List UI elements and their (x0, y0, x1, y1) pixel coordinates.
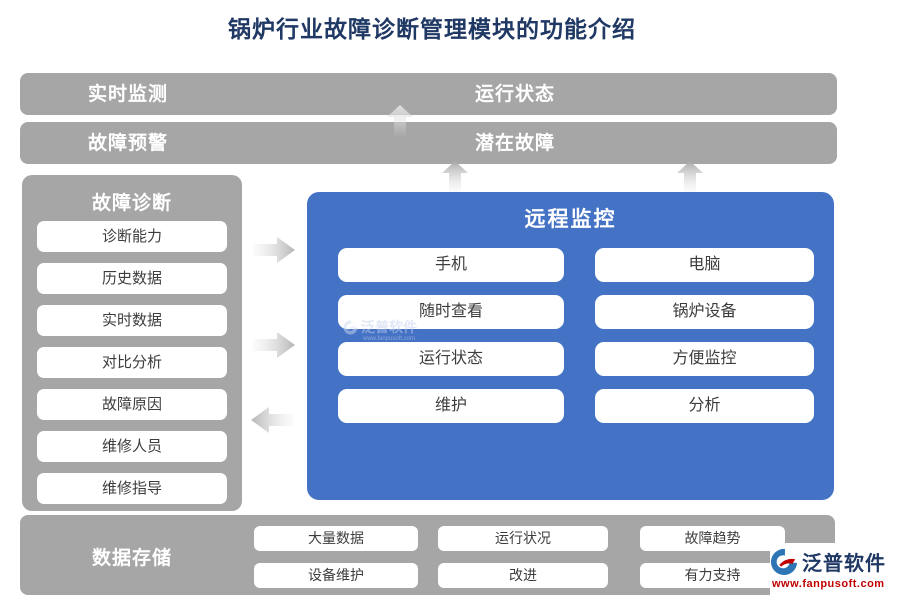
remote-feature-item: 方便监控 (595, 342, 814, 376)
remote-feature-item: 锅炉设备 (595, 295, 814, 329)
realtime-monitor-bar: 实时监测 运行状态 (20, 73, 837, 115)
up-arrow-icon (677, 161, 703, 193)
diagnosis-item: 历史数据 (37, 263, 227, 294)
running-status-label: 运行状态 (475, 83, 556, 105)
fault-warning-label: 故障预警 (88, 132, 169, 154)
storage-item: 改进 (438, 563, 608, 588)
diagnosis-item: 对比分析 (37, 347, 227, 378)
diagnosis-item: 实时数据 (37, 305, 227, 336)
left-arrow-icon (251, 407, 293, 433)
up-arrow-icon (387, 105, 413, 136)
remote-feature-item: 运行状态 (338, 342, 564, 376)
remote-monitoring-title: 远程监控 (524, 206, 617, 231)
remote-feature-item: 电脑 (595, 248, 814, 282)
remote-feature-item: 维护 (338, 389, 564, 423)
diagnosis-item: 故障原因 (37, 389, 227, 420)
remote-feature-item: 随时查看 (338, 295, 564, 329)
right-arrow-icon (253, 332, 295, 358)
watermark-url: www.fanpusoft.com (363, 336, 416, 342)
vendor-logo-url: www.fanpusoft.com (772, 578, 885, 590)
watermark-brand: 泛普软件 (361, 319, 417, 336)
storage-item: 有力支持 (640, 563, 785, 588)
storage-item: 设备维护 (254, 563, 418, 588)
diagnosis-item: 维修人员 (37, 431, 227, 462)
fault-diagnosis-panel: 故障诊断 诊断能力 历史数据 实时数据 对比分析 故障原因 维修人员 维修指导 (22, 175, 242, 511)
realtime-monitor-label: 实时监测 (88, 83, 169, 105)
remote-feature-item: 分析 (595, 389, 814, 423)
page-title: 锅炉行业故障诊断管理模块的功能介绍 (228, 16, 636, 43)
fanpu-logo-icon (770, 548, 798, 575)
data-storage-bar: 数据存储 大量数据 运行状况 故障趋势 设备维护 改进 有力支持 (20, 515, 835, 595)
right-arrow-icon (253, 237, 295, 263)
remote-monitoring-panel: 远程监控 手机 电脑 随时查看 锅炉设备 运行状态 方便监控 维护 分析 泛普软… (307, 192, 834, 500)
fault-diagnosis-items: 诊断能力 历史数据 实时数据 对比分析 故障原因 维修人员 维修指导 (37, 221, 227, 515)
storage-item: 大量数据 (254, 526, 418, 551)
up-arrow-icon (442, 161, 468, 193)
fault-diagnosis-title: 故障诊断 (91, 192, 172, 214)
storage-item: 运行状况 (438, 526, 608, 551)
remote-feature-item: 手机 (338, 248, 564, 282)
data-storage-title: 数据存储 (92, 547, 173, 569)
potential-fault-label: 潜在故障 (475, 132, 556, 154)
fault-warning-bar: 故障预警 潜在故障 (20, 122, 837, 164)
watermark: 泛普软件 www.fanpusoft.com (343, 320, 417, 342)
fanpu-logo-icon (343, 320, 358, 335)
vendor-logo: 泛普软件 www.fanpusoft.com (770, 543, 898, 597)
vendor-logo-brand: 泛普软件 (802, 551, 886, 575)
storage-item: 故障趋势 (640, 526, 785, 551)
diagnosis-item: 维修指导 (37, 473, 227, 504)
diagnosis-item: 诊断能力 (37, 221, 227, 252)
